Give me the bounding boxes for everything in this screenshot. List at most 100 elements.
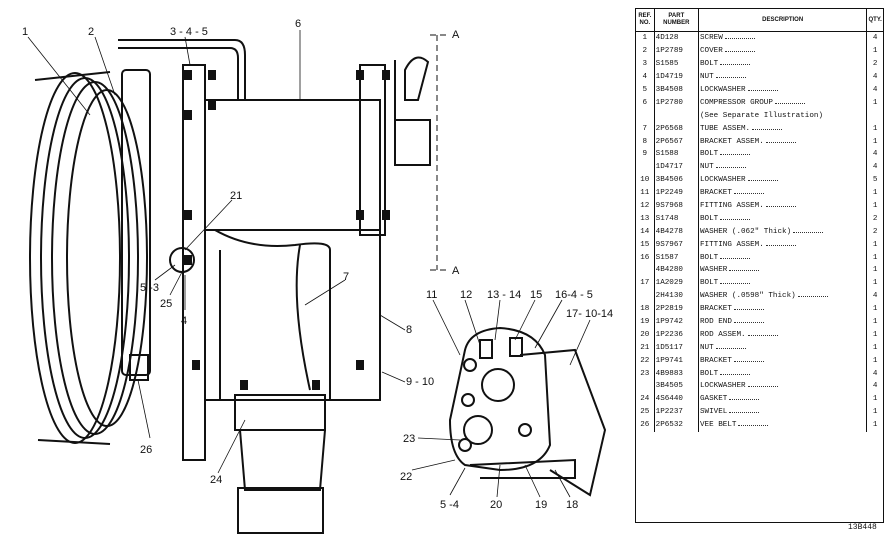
cell-qty: 4	[867, 290, 883, 303]
cell-ref-text: 10	[640, 176, 650, 185]
cell-qty: 1	[867, 187, 883, 200]
cell-qty: 2	[867, 58, 883, 71]
cell-desc-text: BRACKET ASSEM.	[699, 137, 764, 146]
cell-part-text: S1585	[655, 60, 679, 69]
cell-qty-text: 4	[872, 34, 878, 43]
leader-dots	[724, 38, 755, 40]
leader-dots	[765, 244, 796, 246]
cell-qty-text: 5	[872, 176, 878, 185]
cell-ref: 15	[636, 238, 655, 252]
cell-desc: WASHER	[698, 264, 868, 277]
cell-part: 1P2236	[654, 328, 699, 342]
cell-desc-text: LOCKWASHER	[699, 86, 746, 94]
bolts	[184, 70, 390, 390]
cell-qty-text: 2	[872, 214, 878, 223]
cell-desc: NUT	[698, 160, 868, 174]
cell-desc-text: SWIVEL	[699, 408, 728, 417]
cell-part-text: 1P2789	[655, 47, 683, 56]
cell-qty-text: 4	[872, 382, 878, 391]
cell-qty-text: 1	[872, 124, 878, 133]
cell-ref: 11	[636, 186, 655, 200]
cell-desc-text: LOCKWASHER	[699, 176, 746, 185]
cell-desc-text: LOCKWASHER	[699, 382, 746, 391]
cell-ref-text: 26	[640, 421, 650, 430]
cell-ref-text: 9	[642, 150, 648, 159]
cell-part: 4B9883	[654, 367, 699, 381]
cell-ref: 24	[636, 392, 655, 406]
cell-qty-text: 1	[872, 98, 878, 107]
cell-part-text: 2P6567	[655, 137, 683, 146]
callout-22: 22	[400, 471, 412, 483]
cell-desc: ROD ASSEM.	[698, 328, 868, 342]
cell-ref	[636, 380, 655, 393]
cell-desc: FITTING ASSEM.	[698, 238, 868, 252]
cell-part-text: 2P2819	[655, 305, 683, 314]
cell-qty-text: 1	[872, 305, 878, 314]
cell-ref: 7	[636, 122, 655, 136]
cell-part: S1587	[654, 251, 699, 265]
cell-part-text: 1P2780	[655, 98, 683, 107]
leader-dots	[715, 347, 746, 349]
cell-desc: SWIVEL	[698, 405, 868, 419]
leader-dots	[729, 399, 760, 401]
cell-part-text: 2H4130	[655, 292, 683, 301]
cell-ref: 18	[636, 302, 655, 316]
cell-qty: 1	[867, 135, 883, 148]
cell-part-text: 1D5117	[655, 343, 683, 352]
leader-dots	[752, 128, 783, 130]
cell-desc: VEE BELT	[698, 418, 868, 432]
cell-qty: 1	[867, 393, 883, 406]
cell-desc-text: WASHER (.062" Thick)	[699, 227, 792, 236]
cell-qty-text: 4	[872, 86, 878, 94]
cell-ref-text: 7	[642, 124, 648, 133]
leader-lines	[27, 30, 591, 498]
cell-ref: 23	[636, 367, 655, 381]
leader-dots	[747, 180, 778, 182]
leader-dots	[720, 218, 751, 220]
cell-ref: 26	[636, 418, 655, 432]
leader-dots	[747, 386, 778, 388]
cell-qty: 1	[867, 303, 883, 316]
cell-qty: 1	[867, 238, 883, 251]
leader-dots	[733, 309, 764, 311]
cell-ref-text: 3	[642, 60, 648, 69]
cell-desc-text: (See Separate Illustration)	[699, 111, 824, 120]
cell-ref: 21	[636, 341, 655, 355]
cell-ref: 14	[636, 225, 655, 239]
cell-ref: 9	[636, 148, 655, 161]
cell-part-text: 3B4505	[655, 382, 683, 391]
cell-ref-text: 6	[642, 98, 648, 107]
leader-dots	[733, 360, 764, 362]
cell-ref-text: 18	[640, 305, 650, 314]
leader-dots	[765, 206, 796, 208]
cell-desc: LOCKWASHER	[698, 83, 868, 97]
pulley	[29, 69, 151, 445]
header-qty: QTY.	[866, 9, 883, 32]
callout-5-4: 5 -4	[440, 499, 459, 511]
cell-part: 9S7968	[654, 199, 699, 213]
cell-part: 9S7967	[654, 238, 699, 252]
cell-desc: WASHER (.062" Thick)	[698, 225, 868, 239]
cell-qty: 2	[867, 225, 883, 238]
cell-ref-text: 14	[640, 227, 650, 236]
cell-desc-text: FITTING ASSEM.	[699, 202, 764, 211]
cell-ref: 8	[636, 135, 655, 149]
cell-qty-text: 1	[872, 395, 878, 404]
leader-dots	[733, 193, 764, 195]
cell-desc-text: BOLT	[699, 60, 719, 69]
cell-part: 4S6440	[654, 392, 699, 406]
cell-ref: 25	[636, 405, 655, 419]
cell-ref-text: 15	[640, 240, 650, 249]
leader-dots	[793, 231, 824, 233]
cell-qty-text: 1	[872, 47, 878, 56]
cell-part: 2P6568	[654, 122, 699, 136]
cell-desc-text: FITTING ASSEM.	[699, 240, 764, 249]
cell-ref-text: 23	[640, 369, 650, 378]
callout-26: 26	[140, 444, 152, 456]
